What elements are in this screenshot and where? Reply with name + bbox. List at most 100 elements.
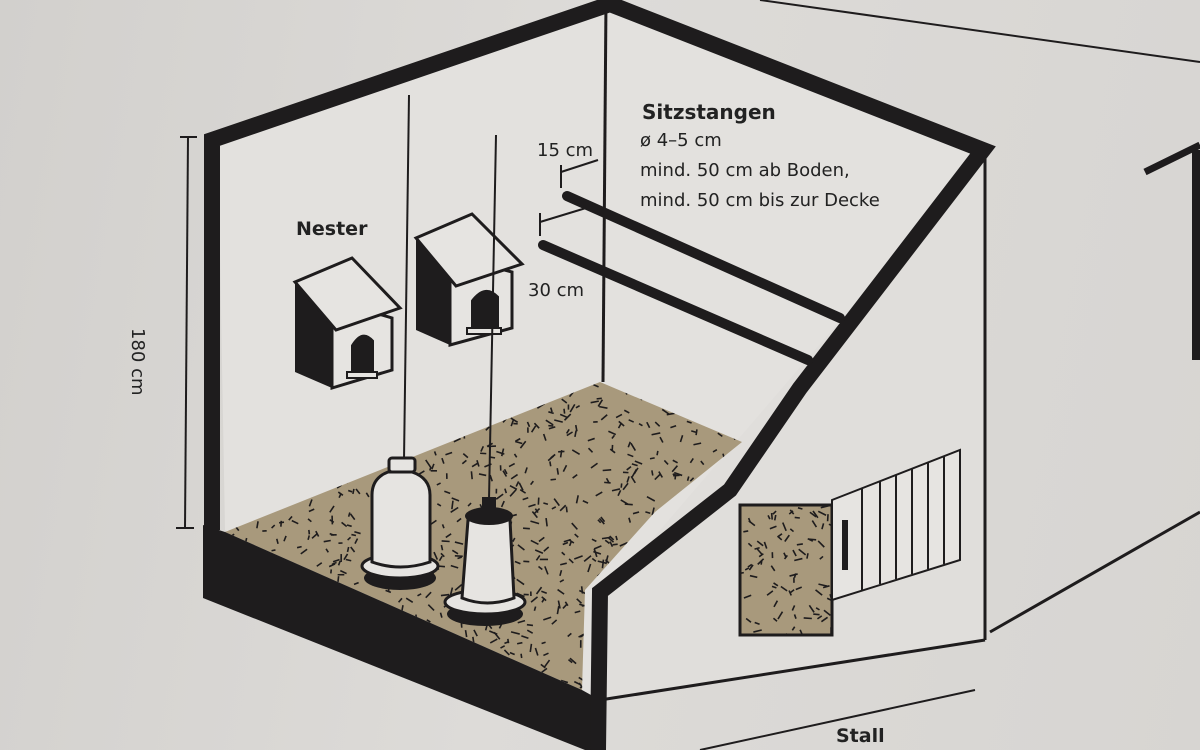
litter-mark bbox=[651, 470, 654, 476]
litter-mark bbox=[540, 663, 546, 669]
litter-mark bbox=[541, 590, 548, 595]
litter-mark bbox=[566, 431, 573, 437]
litter-mark bbox=[562, 603, 568, 609]
litter-mark bbox=[587, 437, 595, 442]
litter-mark bbox=[346, 683, 354, 690]
litter-mark bbox=[317, 653, 320, 661]
litter-mark bbox=[504, 488, 508, 494]
litter-mark bbox=[691, 430, 697, 433]
litter-mark bbox=[651, 432, 661, 436]
litter-mark bbox=[671, 465, 679, 473]
litter-mark bbox=[754, 546, 760, 550]
litter-mark bbox=[502, 470, 508, 477]
litter-mark bbox=[604, 481, 611, 484]
litter-mark bbox=[534, 647, 539, 656]
litter-mark bbox=[543, 546, 550, 552]
litter-mark bbox=[738, 695, 741, 698]
litter-mark bbox=[256, 657, 262, 665]
litter-mark bbox=[569, 657, 577, 665]
litter-mark bbox=[288, 515, 293, 521]
litter-mark bbox=[550, 478, 557, 481]
litter-mark bbox=[535, 554, 541, 561]
litter-mark bbox=[534, 549, 544, 554]
litter-mark bbox=[351, 533, 357, 537]
litter-mark bbox=[569, 403, 576, 413]
litter-mark bbox=[311, 533, 318, 539]
litter-mark bbox=[323, 539, 331, 543]
litter-mark bbox=[740, 571, 744, 575]
nests-label: Nester bbox=[296, 218, 368, 240]
litter-mark bbox=[561, 551, 566, 556]
litter-mark bbox=[623, 409, 630, 414]
litter-mark bbox=[405, 681, 411, 684]
litter-mark bbox=[417, 593, 422, 597]
litter-mark bbox=[749, 574, 758, 579]
litter-mark bbox=[630, 475, 636, 484]
litter-mark bbox=[225, 631, 231, 636]
litter-mark bbox=[526, 623, 534, 627]
litter-mark bbox=[633, 467, 639, 475]
litter-mark bbox=[260, 629, 268, 632]
litter-mark bbox=[670, 424, 677, 429]
litter-mark bbox=[522, 496, 529, 501]
litter-mark bbox=[789, 589, 795, 594]
litter-mark bbox=[518, 482, 524, 491]
litter-mark bbox=[298, 660, 306, 665]
perches-diameter: ø 4–5 cm bbox=[640, 130, 722, 151]
litter-mark bbox=[754, 621, 760, 626]
litter-mark bbox=[615, 413, 623, 419]
litter-mark bbox=[596, 397, 602, 400]
litter-mark bbox=[791, 605, 796, 611]
litter-mark bbox=[627, 453, 634, 458]
litter-mark bbox=[461, 459, 467, 465]
litter-mark bbox=[583, 555, 592, 562]
litter-mark bbox=[234, 675, 241, 681]
litter-mark bbox=[807, 537, 814, 542]
litter-mark bbox=[279, 640, 282, 646]
litter-mark bbox=[471, 462, 479, 468]
nest-box-1 bbox=[292, 256, 403, 391]
litter-mark bbox=[323, 699, 327, 702]
litter-mark bbox=[631, 463, 638, 467]
litter-mark bbox=[817, 540, 825, 548]
litter-mark bbox=[220, 664, 223, 667]
litter-mark bbox=[367, 671, 373, 679]
perch-lower bbox=[538, 240, 813, 365]
litter-mark bbox=[542, 433, 547, 441]
litter-mark bbox=[608, 430, 617, 436]
litter-mark bbox=[510, 631, 520, 635]
litter-mark bbox=[609, 448, 616, 454]
litter-mark bbox=[619, 541, 628, 547]
litter-mark bbox=[562, 464, 568, 472]
litter-mark bbox=[770, 565, 776, 572]
litter-mark bbox=[280, 674, 287, 683]
litter-mark bbox=[565, 506, 568, 513]
litter-mark bbox=[711, 691, 712, 697]
litter-mark bbox=[514, 560, 521, 565]
litter-mark bbox=[530, 520, 540, 525]
litter-mark bbox=[440, 593, 450, 597]
litter-mark bbox=[231, 645, 238, 653]
litter-mark bbox=[573, 680, 582, 686]
litter-mark bbox=[271, 549, 276, 552]
litter-mark bbox=[385, 589, 392, 594]
litter-mark bbox=[519, 488, 527, 494]
litter-mark bbox=[263, 636, 269, 644]
litter-mark bbox=[310, 662, 319, 669]
litter-mark bbox=[235, 649, 244, 655]
litter-mark bbox=[436, 503, 442, 507]
litter-mark bbox=[686, 476, 690, 481]
litter-mark bbox=[454, 541, 464, 545]
litter-mark bbox=[747, 542, 753, 548]
litter-mark bbox=[355, 488, 361, 495]
litter-mark bbox=[426, 619, 431, 623]
litter-mark bbox=[315, 678, 321, 685]
litter-mark bbox=[478, 473, 487, 477]
litter-mark bbox=[791, 626, 796, 631]
litter-mark bbox=[777, 535, 783, 541]
litter-mark bbox=[811, 520, 818, 528]
litter-mark bbox=[780, 585, 788, 592]
litter-mark bbox=[820, 505, 830, 509]
litter-mark bbox=[533, 606, 537, 611]
